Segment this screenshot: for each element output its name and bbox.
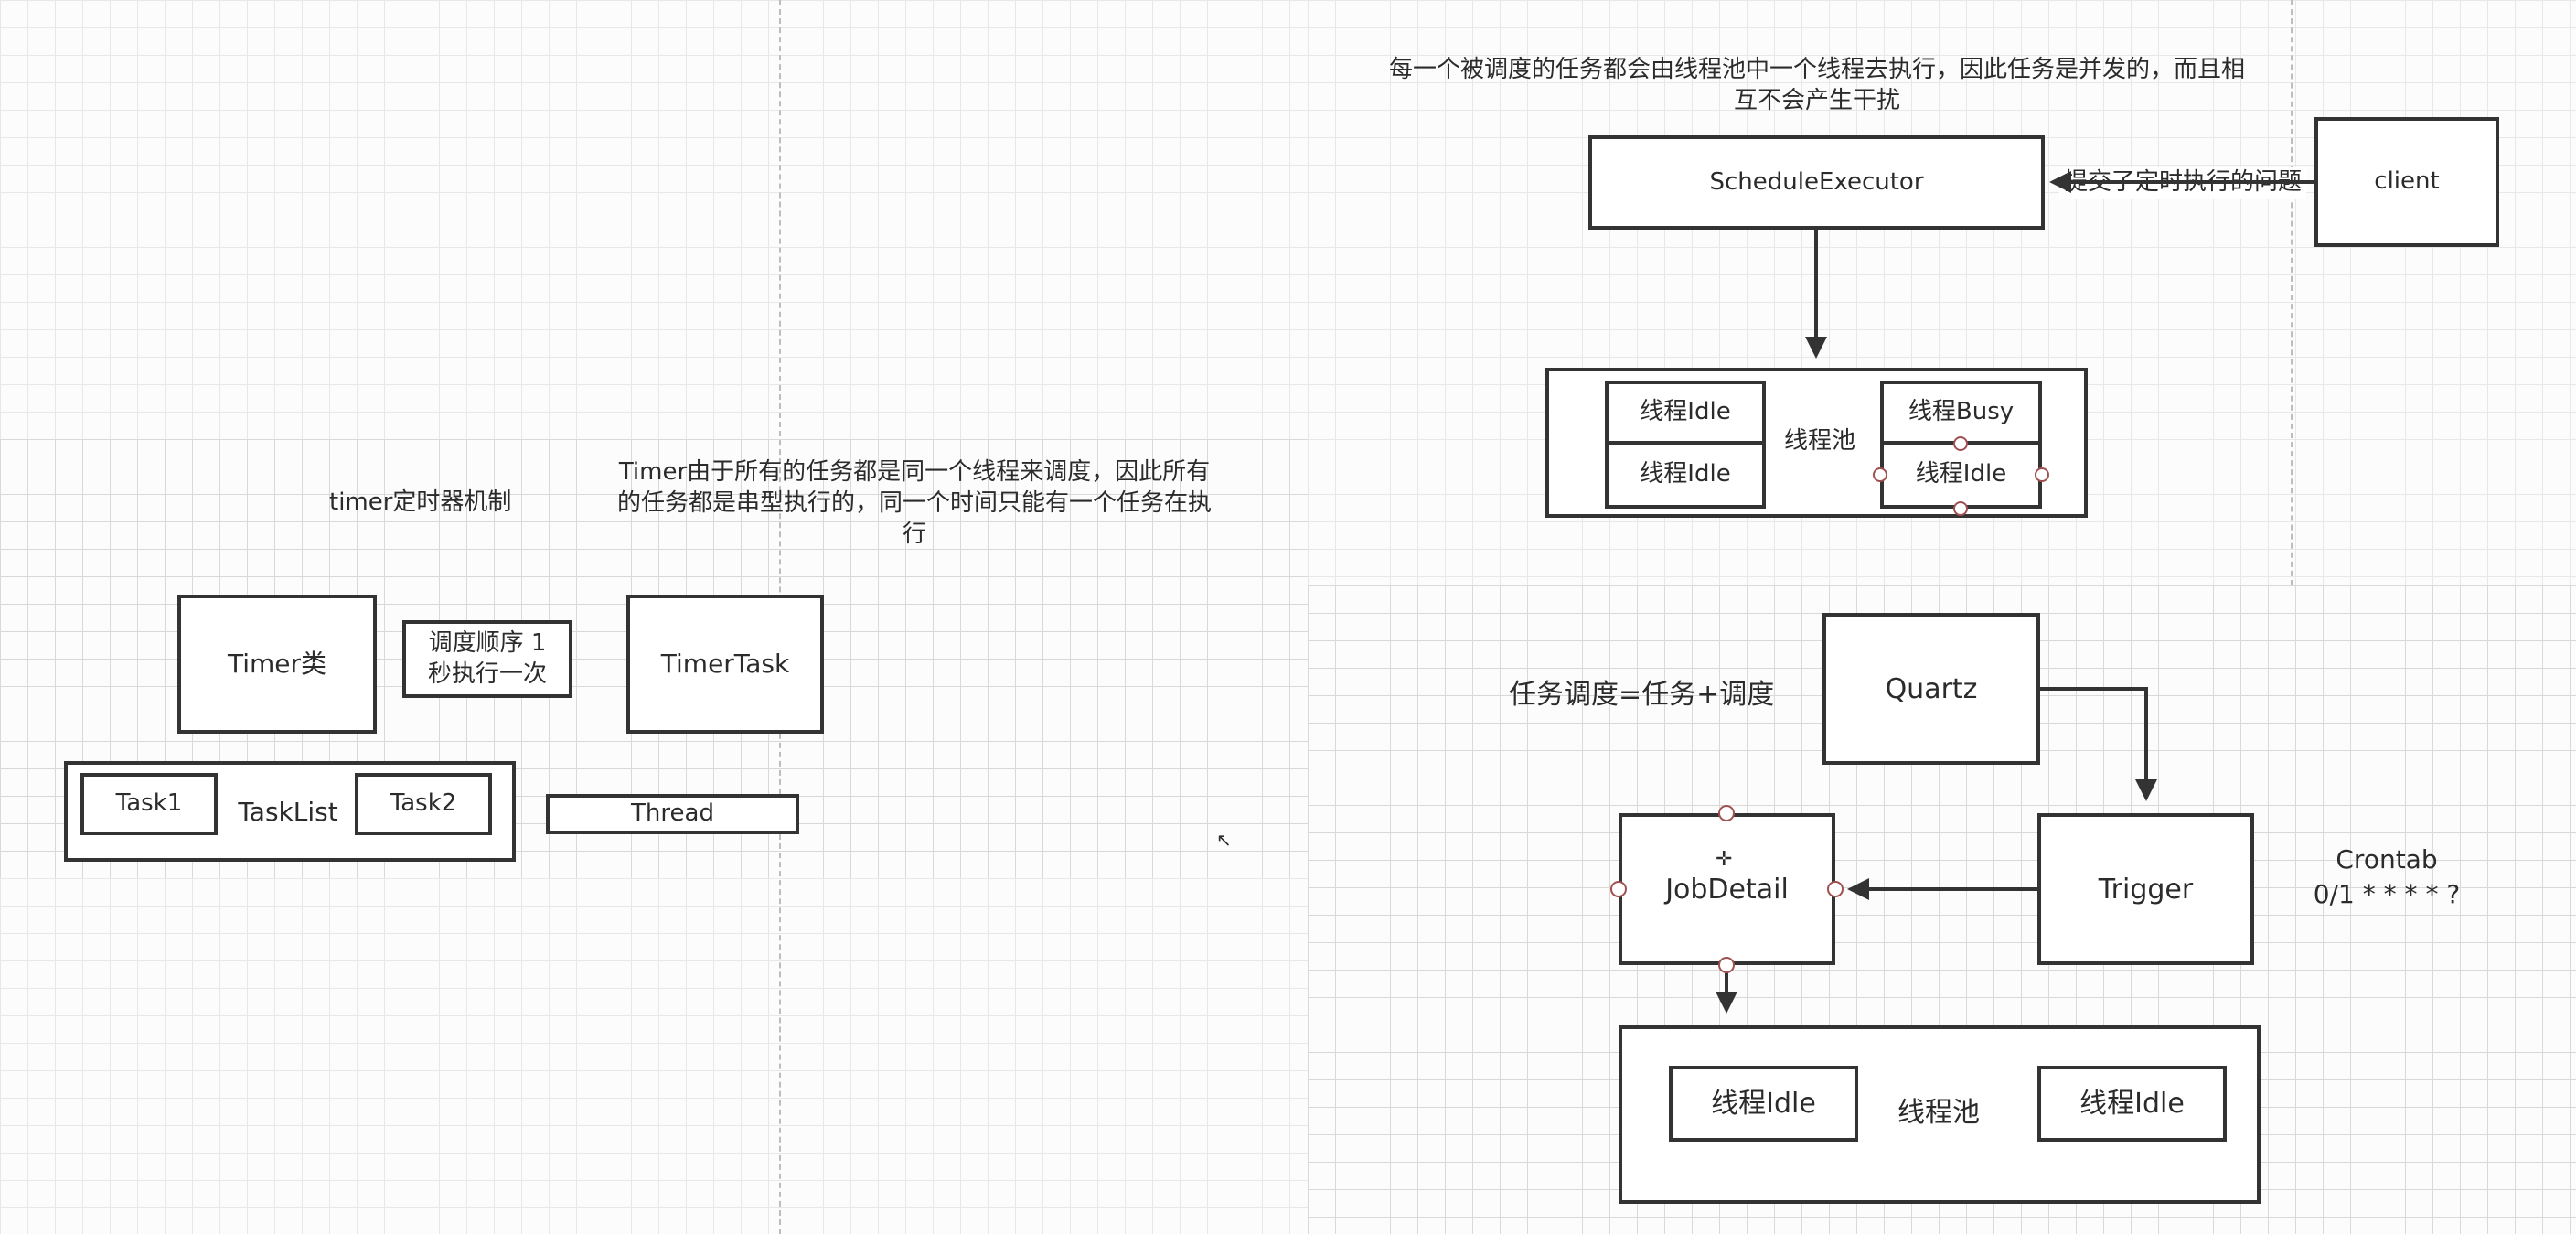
- pool-busy-thread[interactable]: 线程Busy: [1880, 381, 2042, 445]
- pool-idle-thread-2[interactable]: 线程Idle: [1605, 441, 1766, 509]
- move-icon: ✛: [1716, 848, 1733, 871]
- cursor-arrow-icon: ↖: [1216, 829, 1232, 851]
- pool-idle-thread-3[interactable]: 线程Idle: [1880, 441, 2042, 509]
- timer-class-box[interactable]: Timer类: [177, 595, 377, 734]
- executor-note: 每一个被调度的任务都会由线程池中一个线程去执行，因此任务是并发的，而且相互不会产…: [1388, 56, 2245, 114]
- submit-label: 提交了定时执行的问题: [2059, 167, 2306, 199]
- scheduling-formula: 任务调度=任务+调度: [1509, 679, 1775, 711]
- schedule-order-box[interactable]: 调度顺序 1 秒执行一次: [402, 620, 572, 698]
- task1-box[interactable]: Task1: [80, 773, 218, 835]
- canvas-grid-bottom-left: [0, 878, 1308, 1234]
- pool-idle-thread-1[interactable]: 线程Idle: [1605, 381, 1766, 445]
- timer-heading: timer定时器机制: [329, 488, 512, 516]
- quartz-thread-pool-label: 线程池: [1897, 1097, 1980, 1129]
- canvas-grid-top-left: [0, 0, 1308, 439]
- page-divider-right: [2291, 0, 2293, 585]
- task2-box[interactable]: Task2: [355, 773, 492, 835]
- crontab-expression: 0/1 * * * * ?: [2313, 879, 2461, 909]
- quartz-idle-thread-left[interactable]: 线程Idle: [1669, 1066, 1858, 1142]
- client-box[interactable]: client: [2314, 117, 2499, 247]
- trigger-box[interactable]: Trigger: [2037, 813, 2254, 965]
- task-list-label: TaskList: [238, 797, 338, 827]
- thread-pool-label: 线程池: [1783, 427, 1855, 455]
- job-detail-box[interactable]: JobDetail: [1619, 813, 1835, 965]
- canvas-grid-top-right: [1308, 0, 2576, 585]
- quartz-idle-thread-right[interactable]: 线程Idle: [2037, 1066, 2227, 1142]
- schedule-executor-box[interactable]: ScheduleExecutor: [1588, 135, 2045, 230]
- timer-note: Timer由于所有的任务都是同一个线程来调度，因此所有的任务都是串型执行的，同一…: [617, 458, 1213, 548]
- thread-box[interactable]: Thread: [546, 794, 799, 834]
- crontab-title: Crontab: [2336, 844, 2438, 875]
- quartz-box[interactable]: Quartz: [1822, 613, 2040, 765]
- timer-task-box[interactable]: TimerTask: [626, 595, 824, 734]
